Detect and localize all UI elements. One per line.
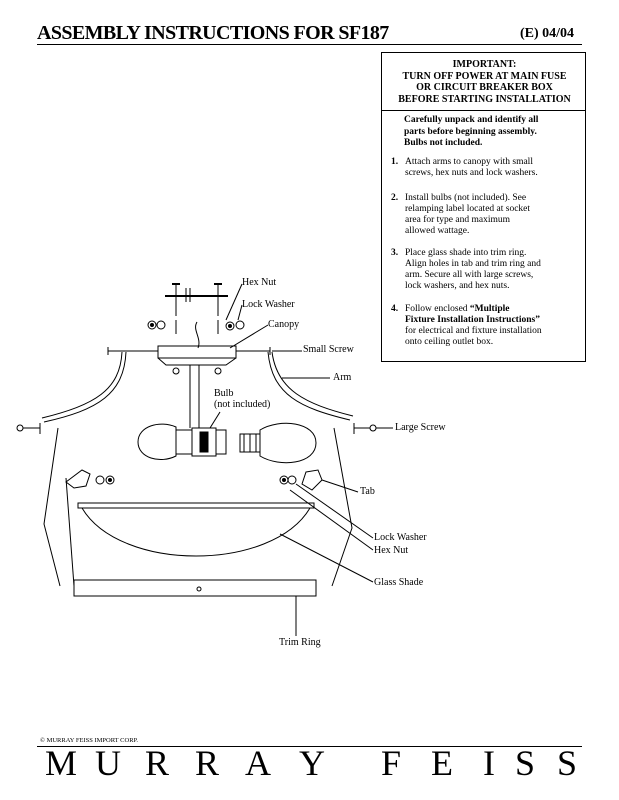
brand-letter: R bbox=[145, 743, 170, 783]
page-title: ASSEMBLY INSTRUCTIONS FOR SF187 bbox=[37, 22, 389, 44]
brand-logo: M U R R A Y F E I S S bbox=[45, 743, 585, 783]
step-4-bold-1: “Multiple bbox=[469, 304, 510, 314]
stem bbox=[189, 365, 200, 428]
leader-lines bbox=[209, 283, 393, 636]
title-underline bbox=[37, 44, 582, 45]
glass-shade bbox=[77, 502, 315, 557]
brand-letter: U bbox=[95, 743, 121, 783]
mounting-bracket bbox=[165, 283, 228, 316]
label-hex-nut: Hex Nut bbox=[374, 545, 409, 556]
label-canopy: Canopy bbox=[268, 319, 300, 330]
step-2-line-3: area for type and maximum bbox=[405, 215, 510, 225]
label-arm: Arm bbox=[333, 372, 352, 383]
step-2-line-2: relamping label located at socket bbox=[405, 204, 531, 214]
intro-text: Carefully unpack and identify all parts … bbox=[404, 115, 574, 150]
step-3-line-2: Align holes in tab and trim ring and bbox=[405, 259, 541, 269]
top-fasteners bbox=[147, 320, 245, 349]
important-line-2: TURN OFF POWER AT MAIN FUSE bbox=[402, 70, 567, 82]
trim-ring bbox=[73, 579, 317, 597]
step-number: 3. bbox=[391, 248, 399, 258]
step-1-line-1: Attach arms to canopy with small bbox=[405, 157, 533, 167]
label-tab: Tab bbox=[360, 486, 375, 497]
step-2-line-1: Install bulbs (not included). See bbox=[405, 193, 527, 203]
tabs bbox=[65, 469, 323, 491]
label-glass-shade: Glass Shade bbox=[374, 577, 424, 588]
label-large-screw: Large Screw bbox=[395, 422, 446, 433]
brand-letter: I bbox=[483, 743, 495, 783]
label-bulb-note: (not included) bbox=[214, 399, 271, 410]
step-4-line-2: onto ceiling outlet box. bbox=[405, 337, 494, 347]
intro-line-3: Bulbs not included. bbox=[404, 138, 483, 148]
canopy bbox=[107, 345, 271, 375]
label-lock-washer: Lock Washer bbox=[374, 532, 427, 543]
copyright: © MURRAY FEISS IMPORT CORP. bbox=[40, 737, 139, 744]
arms bbox=[41, 351, 354, 423]
step-number: 1. bbox=[391, 157, 399, 167]
important-line-3: OR CIRCUIT BREAKER BOX bbox=[416, 82, 553, 93]
bulbs-and-sockets bbox=[137, 422, 317, 464]
brand-letter: S bbox=[557, 743, 578, 783]
label-small-screw: Small Screw bbox=[303, 344, 354, 355]
step-2-line-4: allowed wattage. bbox=[405, 226, 470, 236]
step-number: 4. bbox=[391, 304, 399, 314]
important-line-4: BEFORE STARTING INSTALLATION bbox=[398, 93, 571, 105]
important-line-1: IMPORTANT: bbox=[452, 59, 517, 70]
brand-letter: S bbox=[515, 743, 536, 783]
footer-rule bbox=[37, 746, 582, 747]
brand-letter: Y bbox=[299, 743, 325, 783]
step-4-line-1: for electrical and fixture installation bbox=[405, 326, 542, 336]
brand-letter: F bbox=[381, 743, 402, 783]
shade-outline bbox=[43, 427, 353, 587]
intro-line-2: parts before beginning assembly. bbox=[404, 126, 537, 137]
step-3-line-4: lock washers, and hex nuts. bbox=[405, 281, 510, 291]
step-3-line-1: Place glass shade into trim ring. bbox=[405, 248, 527, 258]
box-divider bbox=[382, 110, 585, 111]
intro-line-1: Carefully unpack and identify all bbox=[404, 115, 539, 125]
label-trim-ring: Trim Ring bbox=[279, 637, 321, 648]
brand-letter: M bbox=[45, 743, 78, 783]
label-bulb: Bulb bbox=[214, 388, 234, 399]
brand-letter: A bbox=[245, 743, 271, 783]
step-3-line-3: arm. Secure all with large screws, bbox=[405, 270, 534, 280]
brand-letter: R bbox=[195, 743, 220, 783]
instructions-box: IMPORTANT: TURN OFF POWER AT MAIN FUSE O… bbox=[381, 52, 586, 362]
brand-letter: E bbox=[431, 743, 453, 783]
step-number: 2. bbox=[391, 193, 399, 203]
document-code: (E) 04/04 bbox=[520, 26, 575, 41]
important-notice: IMPORTANT: TURN OFF POWER AT MAIN FUSE O… bbox=[382, 59, 587, 105]
step-1-line-2: screws, hex nuts and lock washers. bbox=[405, 168, 538, 178]
label-lock-washer-top: Lock Washer bbox=[242, 299, 295, 310]
label-hex-nut-top: Hex Nut bbox=[242, 277, 277, 288]
step-4-prefix: Follow enclosed bbox=[405, 304, 470, 314]
step-4-bold-2: Fixture Installation Instructions” bbox=[405, 315, 540, 325]
